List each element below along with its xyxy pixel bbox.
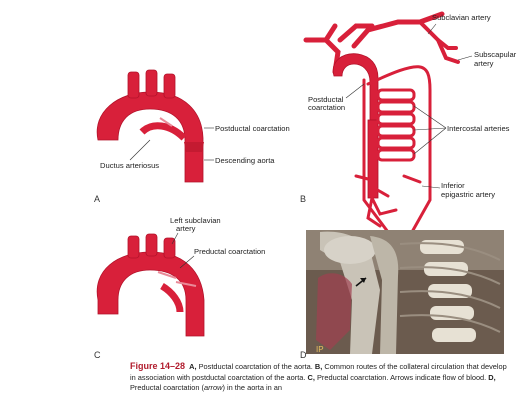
svg-text:IP: IP [316, 345, 324, 354]
panel-d-letter: D [300, 350, 307, 360]
label-subclavian-artery: Subclavian artery [432, 13, 491, 22]
panel-a-letter: A [94, 194, 100, 204]
label-left-subclavian-2: artery [176, 224, 196, 233]
caption-c-text: Preductal coarctation. Arrows indicate f… [317, 373, 486, 382]
figure-number: Figure 14–28 [130, 361, 185, 371]
panel-b-labels: Subclavian artery Subscapular artery Pos… [300, 13, 517, 204]
caption-d-text-1: Preductal coarctation [130, 383, 199, 392]
label-inferior: Inferior [441, 181, 465, 190]
caption-a-letter: A, [189, 362, 196, 371]
label-subscapular-2: artery [474, 59, 494, 68]
caption-d-arrow-word: arrow [204, 383, 222, 392]
label-ductus-arteriosus: Ductus arteriosus [100, 161, 159, 170]
panel-c-letter: C [94, 350, 101, 360]
label-epigastric-artery: epigastric artery [441, 190, 495, 199]
label-postductal-a: Postductal coarctation [215, 124, 290, 133]
caption-c-letter: C, [308, 373, 315, 382]
caption-d-letter: D, [488, 373, 495, 382]
caption-a-text: Postductal coarctation of the aorta. [199, 362, 313, 371]
panel-b-diagram [306, 14, 458, 232]
panel-d-ct-image: IP [306, 230, 504, 354]
label-postductal-b2: coarctation [308, 103, 345, 112]
panel-b-letter: B [300, 194, 306, 204]
label-descending-aorta: Descending aorta [215, 156, 275, 165]
caption-d-text-2: in the aorta in an [227, 383, 282, 392]
caption-b-letter: B, [315, 362, 322, 371]
panel-c-diagram [97, 234, 204, 336]
label-preductal-coarctation: Preductal coarctation [194, 247, 265, 256]
label-subscapular-1: Subscapular [474, 50, 517, 59]
figure-caption: Figure 14–28 A, Postductal coarctation o… [130, 361, 510, 394]
label-intercostal-arteries: Intercostal arteries [447, 124, 510, 133]
